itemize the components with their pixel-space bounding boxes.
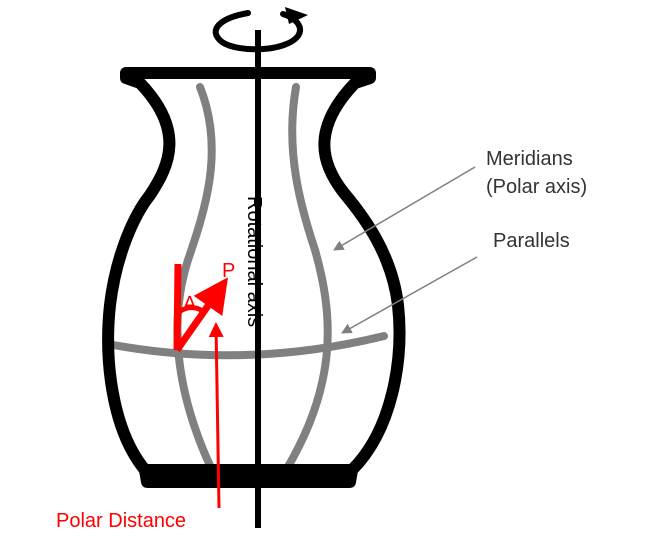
vase-outline <box>102 67 406 476</box>
rotation-arrow-icon <box>212 7 308 53</box>
meridians-label-line1: Meridians <box>486 148 573 170</box>
local-vertical-line <box>173 263 182 351</box>
rotational-axis-label: Rotational axis <box>243 196 265 327</box>
vase-base <box>139 469 358 488</box>
polar-distance-label: Polar Distance <box>56 510 186 532</box>
angle-arc <box>177 305 206 315</box>
parallel-line <box>104 332 388 360</box>
polar-distance-pointer <box>208 322 224 509</box>
meridians-pointer <box>333 166 476 251</box>
left-meridian <box>173 83 216 474</box>
angle-a-label: A <box>183 293 197 315</box>
point-direction-arrow <box>174 277 229 353</box>
right-meridian <box>282 83 332 474</box>
point-p-label: P <box>222 260 235 282</box>
parallels-label: Parallels <box>493 230 570 252</box>
parallels-pointer <box>341 256 478 334</box>
meridians-label-line2: (Polar axis) <box>486 176 587 198</box>
